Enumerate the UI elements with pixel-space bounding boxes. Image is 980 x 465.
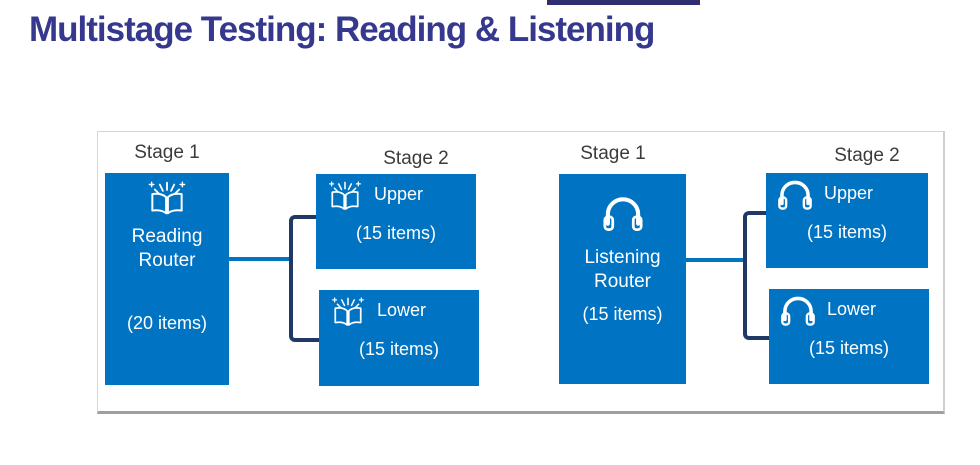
listening-upper-items: (15 items) (806, 222, 887, 242)
listening-lower-label: Lower (827, 299, 877, 319)
reading-upper-box: Upper (15 items) (316, 174, 476, 269)
open-book-sparkles-icon (145, 180, 189, 218)
listening-connector-line (686, 258, 744, 262)
listening-router-items: (15 items) (582, 304, 663, 324)
reading-connector-line (229, 257, 289, 261)
reading-stage1-label: Stage 1 (134, 142, 200, 163)
reading-stage2-label: Stage 2 (383, 148, 449, 169)
listening-stage1-label: Stage 1 (580, 143, 646, 164)
listening-lower-items: (15 items) (808, 338, 889, 358)
listening-branch-bracket (743, 211, 773, 340)
reading-lower-items: (15 items) (358, 339, 439, 359)
listening-upper-label: Upper (824, 183, 874, 203)
reading-lower-label: Lower (377, 300, 427, 320)
listening-stage2-label: Stage 2 (834, 145, 900, 166)
reading-router-box: Reading Router (20 items) (105, 173, 229, 385)
open-book-sparkles-icon (329, 296, 367, 329)
listening-router-name-line2: Router (593, 271, 652, 292)
reading-upper-label: Upper (374, 184, 424, 204)
reading-router-name-line1: Reading (131, 226, 203, 247)
reading-router-name: Reading Router (105, 225, 229, 273)
listening-router-box: Listening Router (15 items) (559, 174, 686, 384)
listening-upper-box: Upper (15 items) (766, 173, 928, 268)
reading-branch-bracket (289, 215, 323, 342)
cropped-top-bar (547, 0, 700, 5)
listening-lower-box: Lower (15 items) (769, 289, 929, 384)
listening-router-name-line1: Listening (584, 247, 661, 268)
headphones-icon (776, 179, 814, 212)
headphones-icon (601, 196, 645, 233)
reading-router-name-line2: Router (138, 250, 196, 271)
page-title: Multistage Testing: Reading & Listening (29, 10, 655, 49)
open-book-sparkles-icon (326, 180, 364, 213)
reading-lower-box: Lower (15 items) (319, 290, 479, 386)
headphones-icon (779, 295, 817, 328)
listening-router-name: Listening Router (559, 246, 686, 294)
diagram-card: Stage 1 Stage 2 Reading Router (20 items… (97, 131, 945, 414)
reading-router-items: (20 items) (126, 313, 207, 333)
reading-upper-items: (15 items) (355, 223, 436, 243)
